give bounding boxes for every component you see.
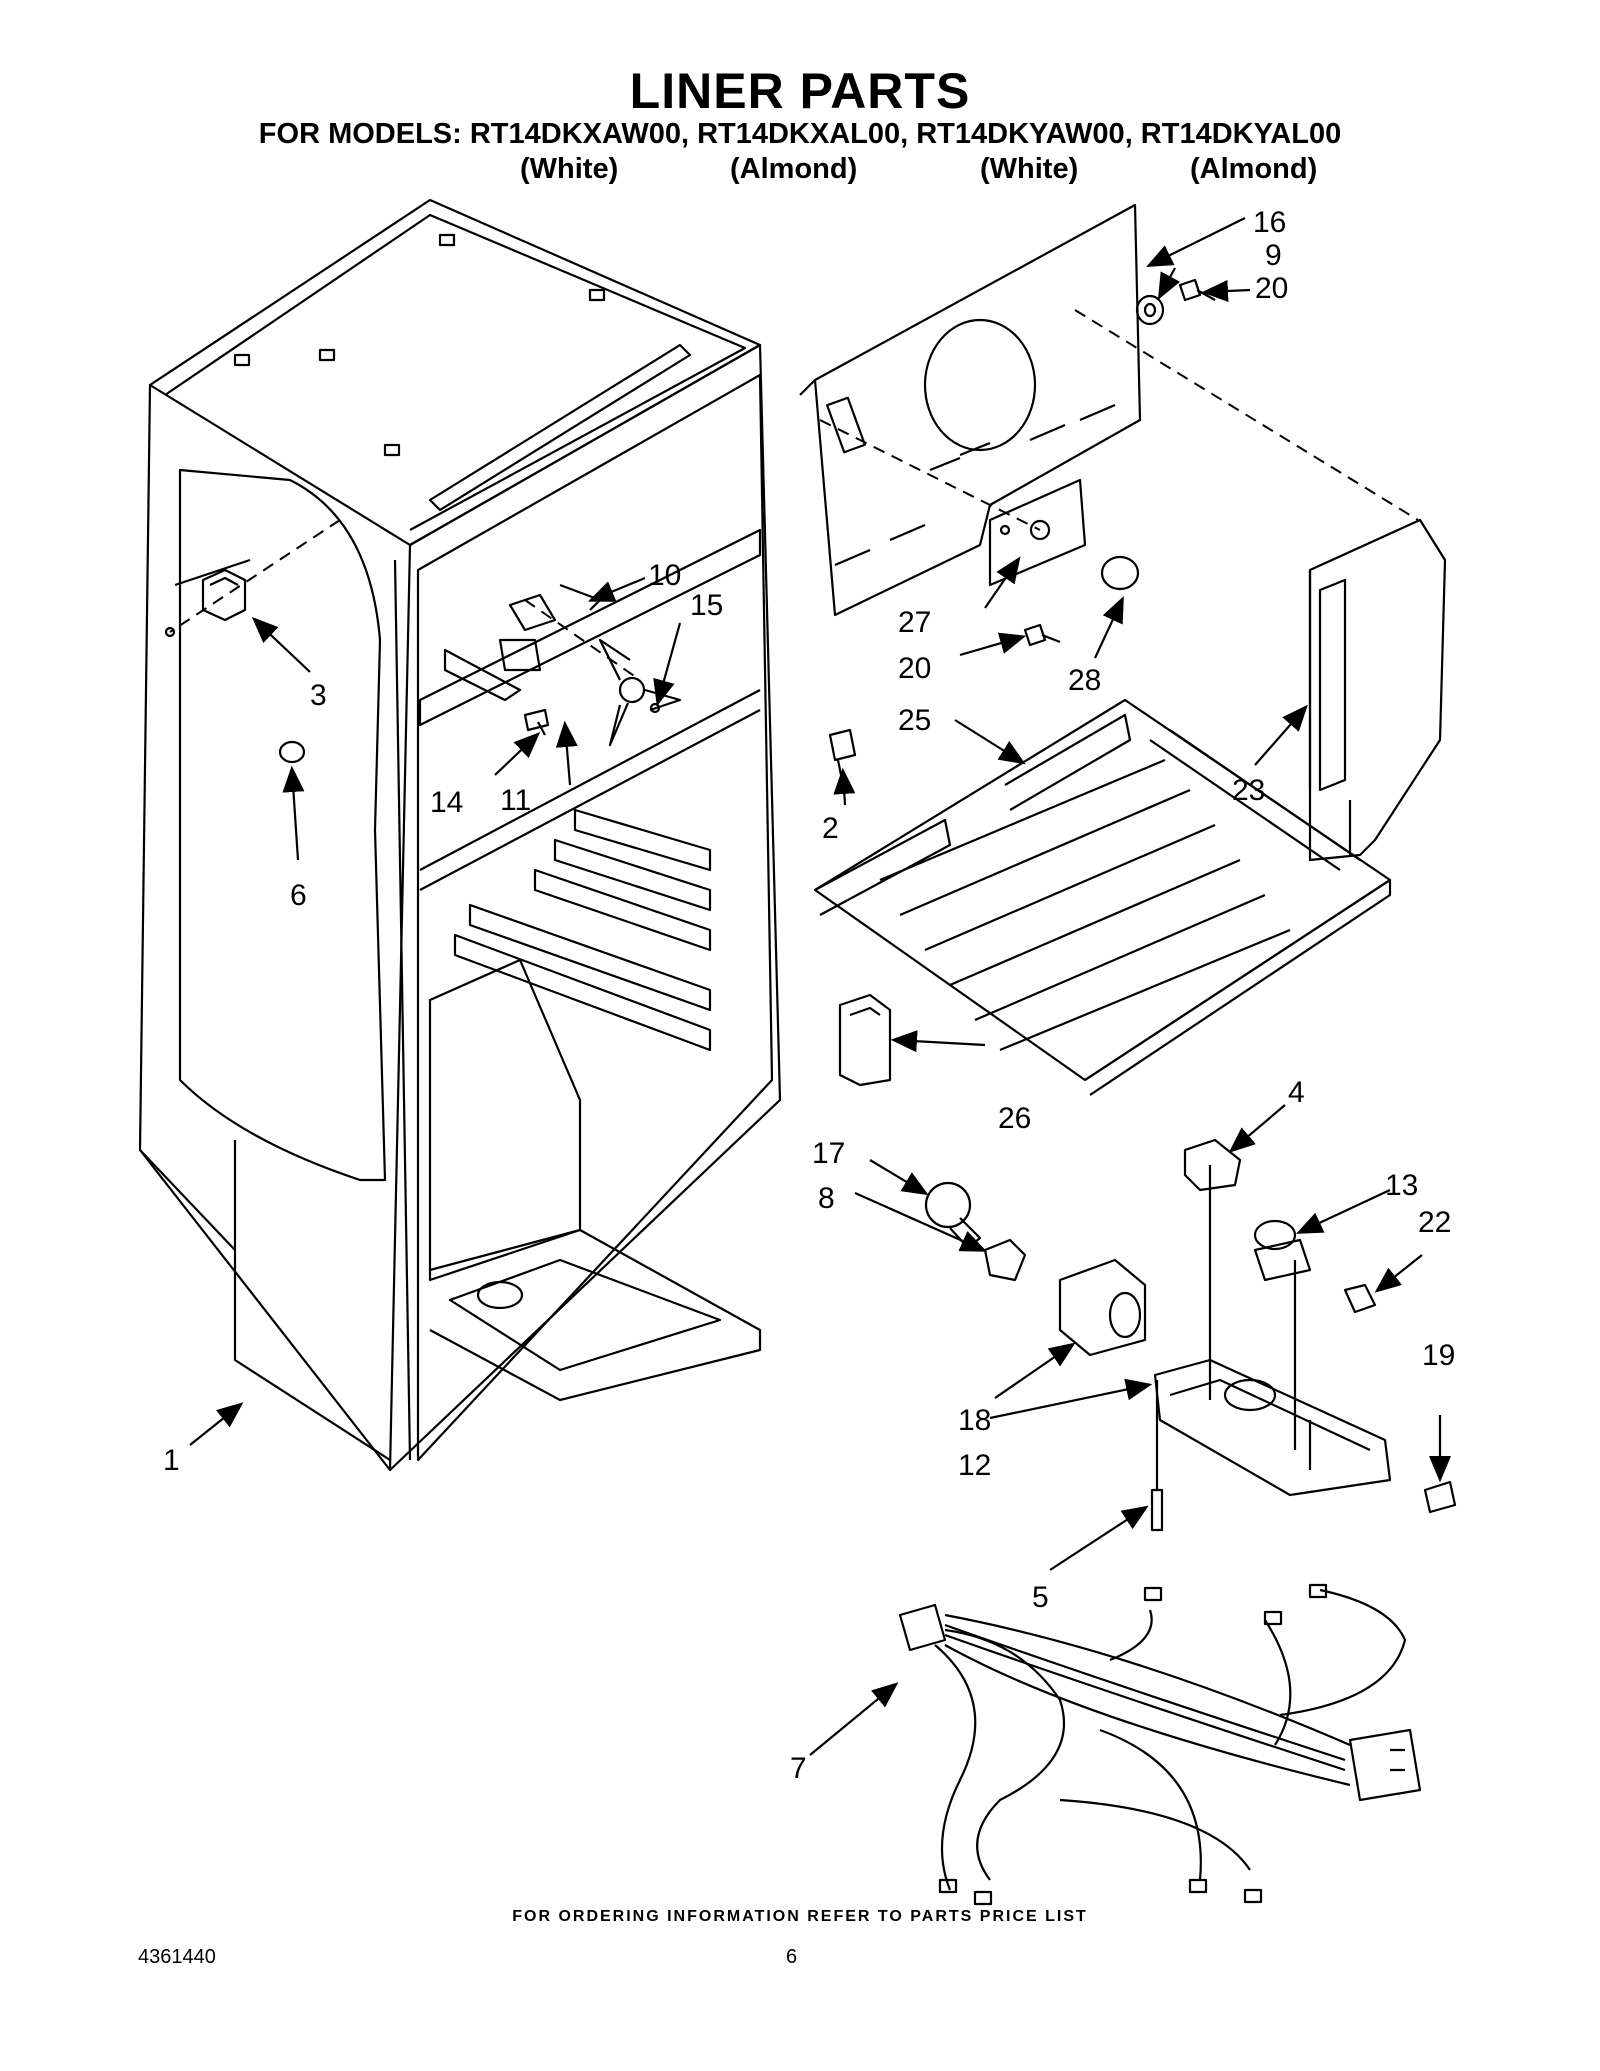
callout-23: 23 <box>1232 774 1265 807</box>
callout-20-mid: 20 <box>898 652 931 685</box>
callout-17: 17 <box>812 1137 845 1170</box>
model-color-2: (Almond) <box>730 153 858 185</box>
callout-11: 11 <box>500 784 531 817</box>
callout-14: 14 <box>430 786 463 819</box>
callout-22: 22 <box>1418 1206 1451 1239</box>
liner-cabinet <box>138 198 782 1472</box>
part-5-screw <box>1150 1380 1164 1532</box>
part-18-light-shield <box>1058 1258 1147 1357</box>
part-13-thermostat <box>1253 1219 1312 1282</box>
ordering-note: FOR ORDERING INFORMATION REFER TO PARTS … <box>512 1908 1088 1925</box>
document-number: 4361440 <box>138 1946 216 1968</box>
page-number: 6 <box>786 1946 798 1968</box>
callout-7: 7 <box>790 1752 807 1785</box>
part-25-shelf <box>813 698 1392 1096</box>
part-20-screw-mid <box>1023 623 1061 647</box>
part-28-plug <box>1100 555 1140 591</box>
part-20-screw-top <box>1178 278 1216 302</box>
part-10-motor <box>443 583 602 702</box>
part-3-housing <box>201 568 247 622</box>
callout-28: 28 <box>1068 664 1101 697</box>
part-6-plug <box>278 740 306 764</box>
part-12-control-housing <box>1153 1165 1392 1497</box>
explosion-lines <box>169 309 1419 681</box>
callout-3: 3 <box>310 679 327 712</box>
callout-2: 2 <box>822 812 839 845</box>
callout-10: 10 <box>648 559 681 592</box>
part-17-bulb <box>924 1181 982 1250</box>
callout-6: 6 <box>290 879 307 912</box>
part-14-screw <box>523 708 550 736</box>
part-23-air-duct <box>1308 518 1447 862</box>
part-19-connector <box>1423 1480 1457 1514</box>
callout-1: 1 <box>163 1444 180 1477</box>
models-line: FOR MODELS: RT14DKXAW00, RT14DKXAL00, RT… <box>258 118 1342 150</box>
leader-arrows <box>189 217 1451 1756</box>
page-title: LINER PARTS <box>629 63 971 119</box>
part-26-housing <box>838 993 892 1087</box>
part-4-thermostat-knob <box>1183 1138 1242 1192</box>
callout-16: 16 <box>1253 206 1286 239</box>
callout-18: 18 <box>958 1404 991 1437</box>
callout-5: 5 <box>1032 1581 1049 1614</box>
model-color-4: (Almond) <box>1190 153 1318 185</box>
callout-13: 13 <box>1385 1169 1418 1202</box>
callout-labels: 1 2 3 4 5 6 7 8 9 10 11 13 12 14 15 16 1… <box>163 206 1455 1785</box>
callout-4: 4 <box>1288 1076 1305 1109</box>
model-color-1: (White) <box>520 153 619 185</box>
callout-25: 25 <box>898 704 931 737</box>
part-8-socket <box>983 1238 1027 1282</box>
callout-9: 9 <box>1265 239 1282 272</box>
callout-27: 27 <box>898 606 931 639</box>
part-22-switch <box>1343 1283 1377 1314</box>
callout-26: 26 <box>998 1102 1031 1135</box>
callout-19: 19 <box>1422 1339 1455 1372</box>
part-16-evaporator-cover <box>799 203 1142 617</box>
part-9-grommet <box>1135 294 1165 326</box>
callout-15: 15 <box>690 589 723 622</box>
callout-8: 8 <box>818 1182 835 1215</box>
part-11-fan-blade <box>598 638 682 747</box>
model-color-3: (White) <box>980 153 1079 185</box>
callout-20-top: 20 <box>1255 272 1288 305</box>
part-7-wiring-harness <box>898 1583 1422 1906</box>
callout-12: 12 <box>958 1449 991 1482</box>
